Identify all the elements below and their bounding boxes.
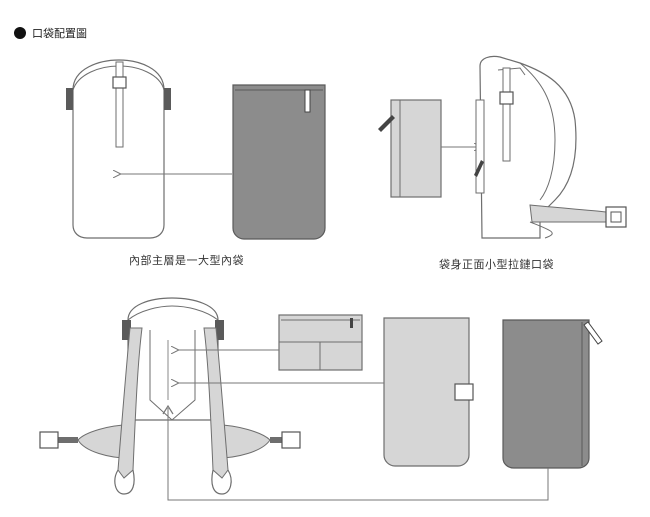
large-dark-pocket <box>502 319 603 469</box>
caption-front-pocket: 袋身正面小型拉鏈口袋 <box>439 258 554 271</box>
backpack-front-view <box>66 59 171 239</box>
front-small-pocket <box>378 99 442 198</box>
main-inner-pocket <box>232 84 326 240</box>
arrow-large-pocket-line <box>167 408 549 501</box>
page-title: 口袋配置圖 <box>14 24 87 42</box>
backpack-back-view <box>39 297 301 495</box>
arrow-large-pocket-head <box>162 404 174 415</box>
organizer-panel <box>278 314 363 371</box>
bullet-icon <box>14 27 26 39</box>
page-title-text: 口袋配置圖 <box>32 27 87 40</box>
laptop-sleeve <box>383 317 474 467</box>
caption-main-pocket: 內部主層是一大型內袋 <box>129 254 244 267</box>
backpack-side-view <box>474 55 627 239</box>
